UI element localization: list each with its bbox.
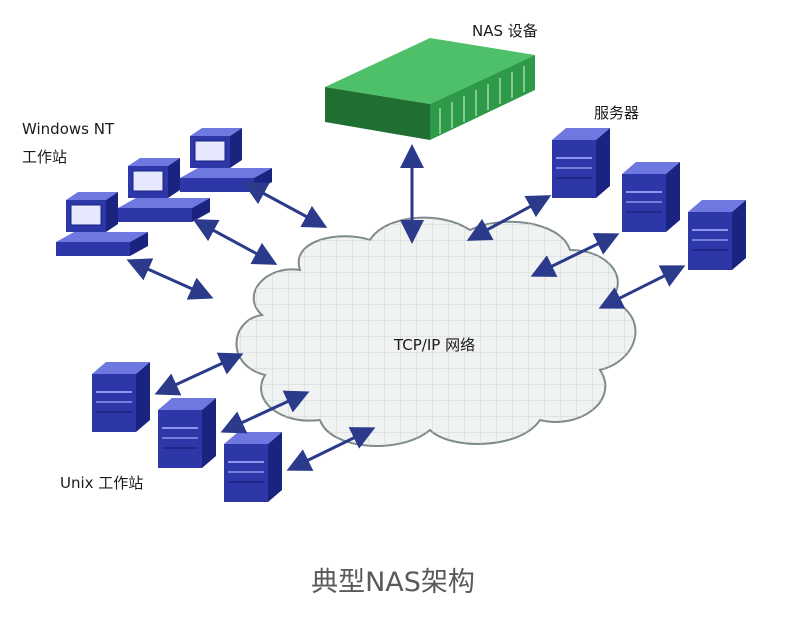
nas-device-label: NAS 设备	[472, 22, 538, 40]
servers-label: 服务器	[594, 104, 640, 122]
figure-caption: 典型NAS架构	[311, 567, 475, 598]
arrow-icon	[530, 233, 620, 277]
windows-nt-label: Windows NT	[22, 120, 115, 138]
server-icon	[157, 397, 217, 469]
connection-arrows	[126, 144, 686, 471]
server-icon	[551, 127, 611, 199]
server-icon	[621, 161, 681, 233]
arrow-icon	[220, 390, 310, 434]
network-label: TCP/IP 网络	[394, 336, 476, 354]
server-group	[551, 127, 747, 271]
arrow-icon	[126, 258, 214, 300]
arrow-icon	[192, 219, 278, 265]
unix-workstation-label: Unix 工作站	[60, 474, 144, 492]
server-icon	[91, 361, 151, 433]
network-cloud	[235, 216, 637, 447]
windows-nt-workstation-group	[55, 127, 273, 257]
workstation-icon	[179, 127, 273, 193]
arrow-icon	[154, 352, 244, 396]
arrow-icon	[286, 427, 376, 471]
server-icon	[223, 431, 283, 503]
nas-device-box	[325, 38, 535, 140]
arrow-icon	[598, 265, 686, 309]
windows-nt-workstation-label: 工作站	[22, 148, 68, 166]
arrow-icon	[466, 195, 552, 241]
arrow-icon	[242, 182, 328, 228]
server-icon	[687, 199, 747, 271]
